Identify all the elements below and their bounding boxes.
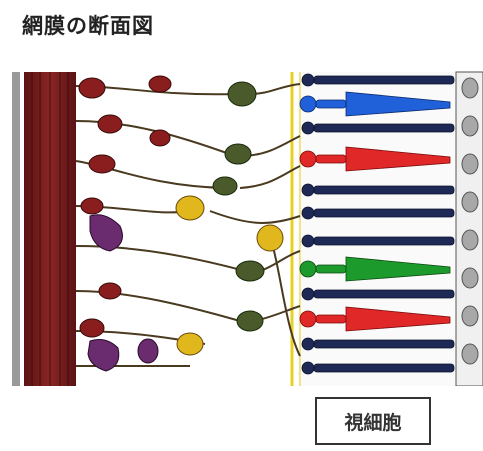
horizontal-cell	[177, 333, 203, 355]
bipolar-cell	[228, 82, 256, 106]
rod-cell	[302, 362, 454, 374]
ganglion-cell	[79, 78, 105, 98]
rod-cell	[302, 235, 454, 247]
inner-limiting-membrane	[12, 72, 20, 386]
ganglion-cell	[149, 76, 171, 92]
ganglion-cell	[150, 130, 170, 146]
rod-cell	[302, 74, 454, 86]
horizontal-cell	[176, 196, 204, 220]
bipolar-cell	[225, 144, 251, 164]
bipolar-cell	[236, 261, 264, 281]
amacrine-cell	[138, 339, 158, 363]
ganglion-cell	[81, 198, 103, 214]
bipolar-cell	[213, 177, 237, 195]
horizontal-cell	[257, 225, 283, 251]
page-title: 網膜の断面図	[22, 10, 154, 40]
rod-cell	[302, 338, 454, 350]
rod-cell	[302, 184, 454, 196]
ganglion-cell	[80, 319, 104, 337]
rod-cell	[302, 122, 454, 134]
ganglion-cell	[99, 283, 121, 299]
ganglion-cell	[98, 115, 122, 133]
bipolar-cell	[237, 311, 263, 331]
retina-cross-section	[10, 66, 483, 386]
rod-cell	[302, 288, 454, 300]
photoreceptor-label: 視細胞	[315, 397, 431, 445]
ganglion-cell	[89, 155, 115, 173]
rod-cell	[302, 207, 454, 219]
